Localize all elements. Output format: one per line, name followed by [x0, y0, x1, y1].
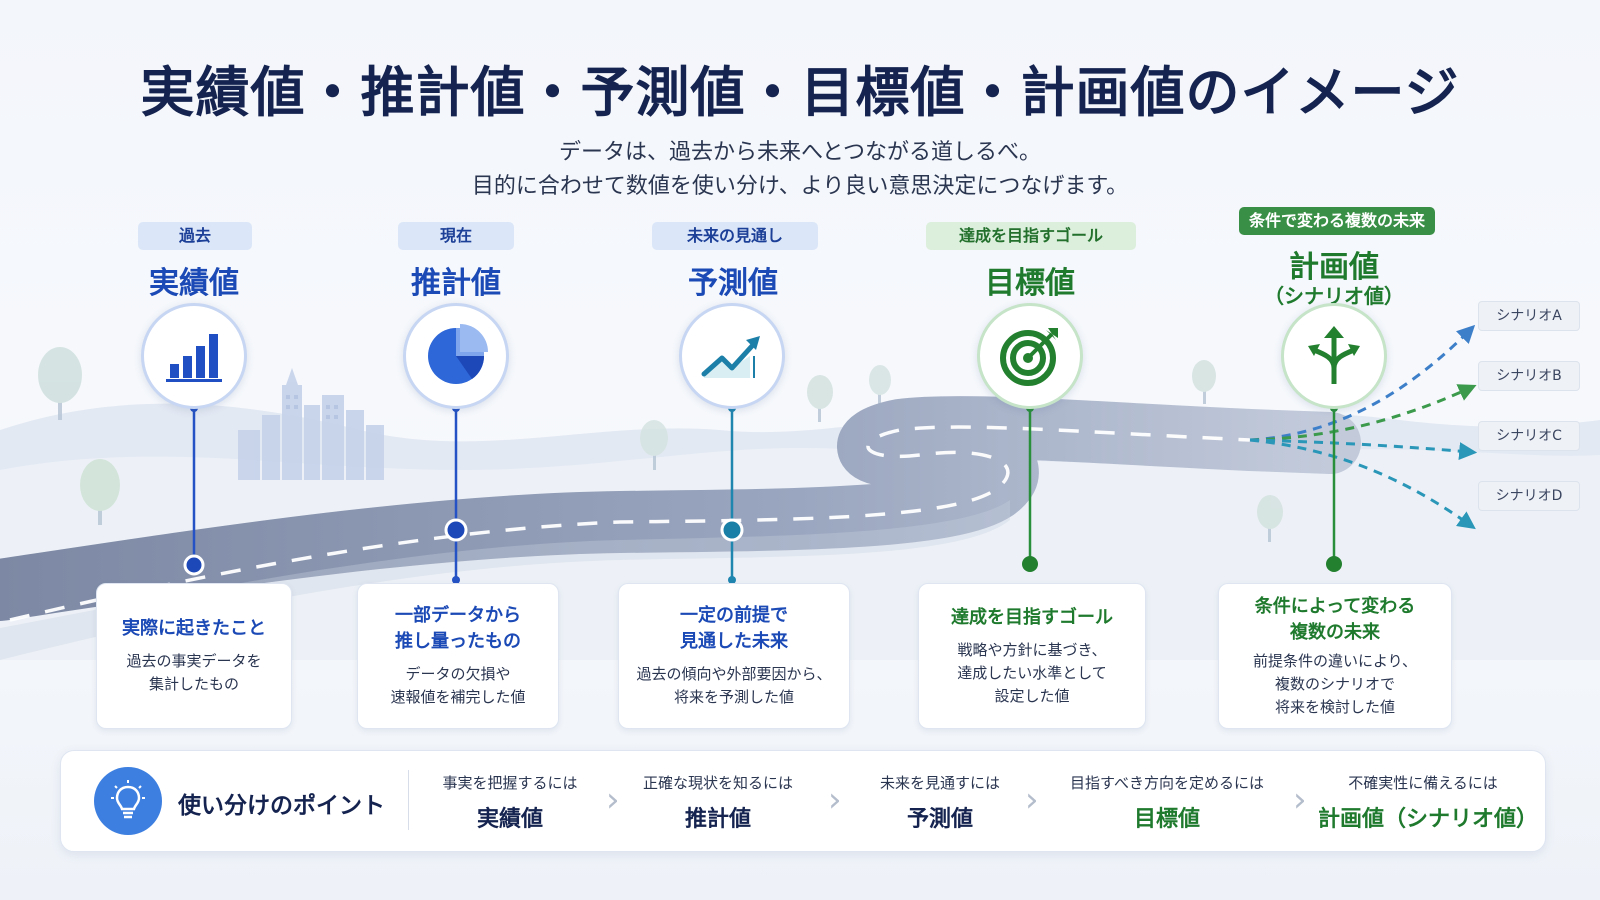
scenario-d-label: シナリオD	[1478, 481, 1580, 511]
scenario-a-label: シナリオA	[1478, 301, 1580, 331]
scenario-b-label: シナリオB	[1478, 361, 1580, 391]
usage-divider	[408, 770, 409, 830]
branching-arrows-icon	[1308, 326, 1360, 384]
chevron-right-icon: ›	[828, 780, 842, 820]
tip-5-question: 不確実性に備えるには	[1348, 774, 1498, 792]
stage-4-card: 達成を目指すゴール 戦略や方針に基づき、 達成したい水準として 設定した値	[918, 583, 1146, 729]
tip-3-answer: 予測値	[906, 807, 973, 832]
stage-2-card-head: 一部データから 推し量ったもの	[395, 605, 521, 652]
subtitle-line-1: データは、過去から未来へとつながる道しるべ。	[558, 140, 1042, 165]
stage-2-icon-circle	[403, 303, 509, 409]
city-skyline	[238, 368, 384, 480]
page-title: 実績値・推計値・予測値・目標値・計画値のイメージ	[140, 61, 1460, 124]
tip-5-answer: 計画値（シナリオ値）	[1318, 807, 1539, 832]
lightbulb-icon-circle	[94, 767, 162, 835]
stage-4-icon-circle	[977, 303, 1083, 409]
stage-1-icon-circle	[141, 303, 247, 409]
lightbulb-icon	[111, 780, 145, 819]
stage-5-title: 計画値	[1289, 250, 1379, 285]
tip-2: 正確な現状を知るには 推計値	[628, 772, 808, 833]
tip-5: 不確実性に備えるには 計画値（シナリオ値）	[1318, 772, 1539, 833]
target-icon	[1000, 328, 1058, 386]
tip-4: 目指すべき方向を定めるには 目標値	[1052, 772, 1282, 833]
stage-3-tag: 未来の見通し	[652, 222, 818, 250]
stage-5-icon-circle	[1281, 303, 1387, 409]
subtitle-line-2: 目的に合わせて数値を使い分け、より良い意思決定につなげます。	[471, 174, 1129, 199]
scenario-c-label: シナリオC	[1478, 421, 1580, 451]
tip-2-answer: 推計値	[684, 807, 751, 832]
tip-1-question: 事実を把握するには	[442, 774, 578, 792]
tip-1-answer: 実績値	[476, 807, 543, 832]
tip-3-question: 未来を見通すには	[879, 774, 1000, 792]
stage-4-tag: 達成を目指すゴール	[926, 222, 1136, 250]
stage-1-card: 実際に起きたこと 過去の事実データを 集計したもの	[96, 583, 292, 729]
stage-3-icon-circle	[679, 303, 785, 409]
stage-1-tag: 過去	[138, 222, 252, 250]
stage-3-card: 一定の前提で 見通した未来 過去の傾向や外部要因から、 将来を予測した値	[618, 583, 850, 729]
stage-5-card-body: 前提条件の違いにより、 複数のシナリオで 将来を検討した値	[1252, 651, 1418, 716]
stage-2-title: 推計値	[411, 266, 501, 301]
tip-3: 未来を見通すには 予測値	[850, 772, 1030, 833]
stage-3-title: 予測値	[688, 266, 778, 301]
stage-2-card-body: データの欠損や 速報値を補完した値	[390, 665, 526, 706]
tip-4-answer: 目標値	[1133, 807, 1200, 832]
tip-2-question: 正確な現状を知るには	[642, 774, 793, 792]
pie-chart-icon	[428, 324, 488, 384]
stage-4-card-body: 戦略や方針に基づき、 達成したい水準として 設定した値	[957, 640, 1107, 705]
stage-5-tag: 条件で変わる複数の未来	[1239, 207, 1435, 235]
chevron-right-icon: ›	[1025, 780, 1039, 820]
bar-chart-icon	[166, 334, 222, 382]
stage-4-title: 目標値	[985, 266, 1075, 301]
stage-1-title: 実績値	[149, 266, 239, 301]
stage-2-tag: 現在	[398, 222, 514, 250]
chevron-right-icon: ›	[1293, 780, 1307, 820]
stage-4-card-head: 達成を目指すゴール	[951, 606, 1113, 628]
stage-2-card: 一部データから 推し量ったもの データの欠損や 速報値を補完した値	[357, 583, 559, 729]
trees	[38, 347, 1283, 542]
chevron-right-icon: ›	[606, 780, 620, 820]
tip-4-question: 目指すべき方向を定めるには	[1070, 774, 1264, 792]
stage-1-card-head: 実際に起きたこと	[122, 618, 266, 639]
stage-5-card: 条件によって変わる 複数の未来 前提条件の違いにより、 複数のシナリオで 将来を…	[1218, 583, 1452, 729]
usage-points-label: 使い分けのポイント	[178, 793, 385, 819]
usage-points-bar	[60, 750, 1546, 852]
stage-5-card-head: 条件によって変わる 複数の未来	[1254, 595, 1416, 643]
stage-1-card-body: 過去の事実データを 集計したもの	[126, 652, 262, 693]
tip-1: 事実を把握するには 実績値	[420, 772, 600, 833]
trend-up-icon	[701, 336, 760, 378]
stage-3-card-head: 一定の前提で 見通した未来	[680, 605, 788, 652]
stage-3-card-body: 過去の傾向や外部要因から、 将来を予測した値	[636, 665, 832, 706]
